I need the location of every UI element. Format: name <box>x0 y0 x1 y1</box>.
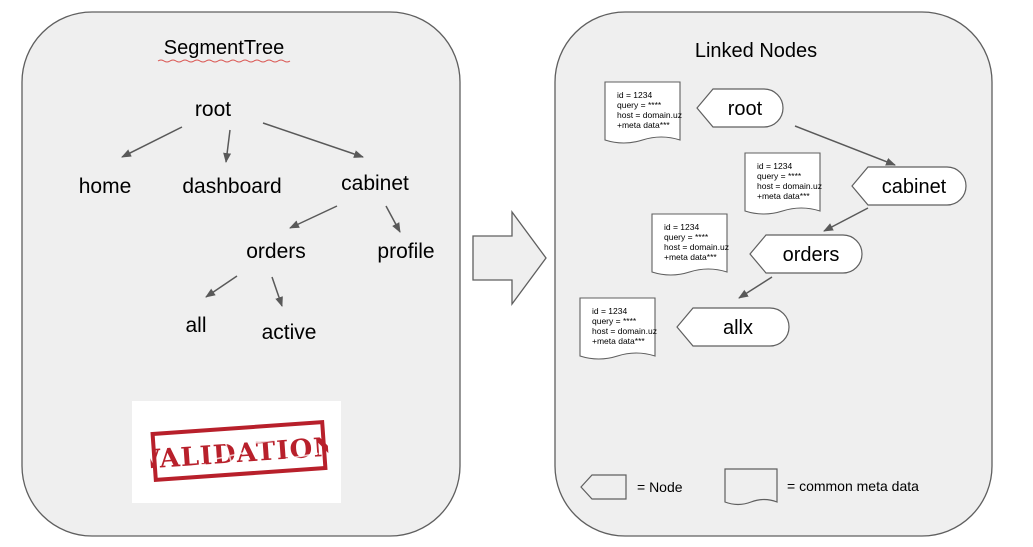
tree-edges <box>121 122 401 307</box>
linked-nodes-title: Linked Nodes <box>695 40 817 62</box>
edge-orders-all <box>205 275 238 298</box>
meta-line: +meta data*** <box>757 191 810 201</box>
meta-line: query = **** <box>757 171 802 181</box>
edge-cabinet-profile <box>385 205 401 233</box>
meta-document-shape <box>744 152 821 215</box>
link-orders-allx <box>738 276 773 299</box>
tree-node-orders: orders <box>246 240 306 263</box>
linked-node-label: cabinet <box>882 176 947 198</box>
stamp-grunge <box>159 435 319 470</box>
linked-node-shape <box>676 307 790 347</box>
legend-node-label: = Node <box>637 479 683 495</box>
linked-node-label: orders <box>783 244 840 266</box>
linked-node-orders: orders <box>749 234 863 274</box>
meta-document-shape <box>651 213 728 276</box>
legend-node-shape <box>580 474 627 500</box>
meta-document-shape <box>579 297 656 360</box>
edge-root-cabinet <box>262 122 364 158</box>
meta-line: host = domain.uz <box>664 242 729 252</box>
link-root-cabinet <box>794 125 896 166</box>
linked-node-allx: allx <box>676 307 790 347</box>
meta-line: query = **** <box>617 100 662 110</box>
tree-node-active: active <box>262 321 317 344</box>
tree-node-all: all <box>185 314 206 337</box>
transform-arrow <box>472 210 547 306</box>
segment-tree-title: SegmentTree <box>164 37 284 59</box>
tree-node-cabinet: cabinet <box>341 172 409 195</box>
segment-tree-panel-frame <box>21 11 461 537</box>
linked-node-label: root <box>728 98 763 120</box>
legend-meta-shape <box>724 468 778 506</box>
legend-meta-label: = common meta data <box>787 478 919 494</box>
linked-node-shape <box>851 166 967 206</box>
meta-line: +meta data*** <box>664 252 717 262</box>
linked-node-cabinet: cabinet <box>851 166 967 206</box>
meta-line: id = 1234 <box>617 90 652 100</box>
tree-node-dashboard: dashboard <box>182 175 281 198</box>
meta-document-shape <box>604 81 681 144</box>
meta-line: id = 1234 <box>592 306 627 316</box>
linked-nodes-panel-frame <box>554 11 993 537</box>
edge-orders-active <box>271 276 283 307</box>
linked-node-shape <box>696 88 784 128</box>
edge-root-home <box>121 126 183 158</box>
segment-tree-panel: SegmentTree root home dashboard cabinet … <box>21 11 461 537</box>
meta-line: query = **** <box>592 316 637 326</box>
stamp-border <box>150 419 328 483</box>
meta-line: id = 1234 <box>664 222 699 232</box>
tree-node-root: root <box>195 98 231 121</box>
edge-cabinet-orders <box>289 205 338 229</box>
meta-line: query = **** <box>664 232 709 242</box>
validation-stamp: VALIDATION <box>132 401 341 503</box>
tree-node-profile: profile <box>377 240 434 263</box>
meta-line: +meta data*** <box>617 120 670 130</box>
linked-edges <box>738 125 896 299</box>
tree-node-home: home <box>79 175 132 198</box>
spellcheck-underline <box>157 59 291 63</box>
meta-line: +meta data*** <box>592 336 645 346</box>
meta-line: id = 1234 <box>757 161 792 171</box>
linked-node-shape <box>749 234 863 274</box>
meta-line: host = domain.uz <box>617 110 682 120</box>
stamp-background <box>132 401 341 503</box>
meta-line: host = domain.uz <box>592 326 657 336</box>
edge-root-dashboard <box>223 129 232 163</box>
meta-line: host = domain.uz <box>757 181 822 191</box>
linked-node-label: allx <box>723 317 753 339</box>
link-cabinet-orders <box>823 207 869 232</box>
linked-node-root: root <box>696 88 784 128</box>
legend: = Node = common meta data <box>580 468 919 506</box>
